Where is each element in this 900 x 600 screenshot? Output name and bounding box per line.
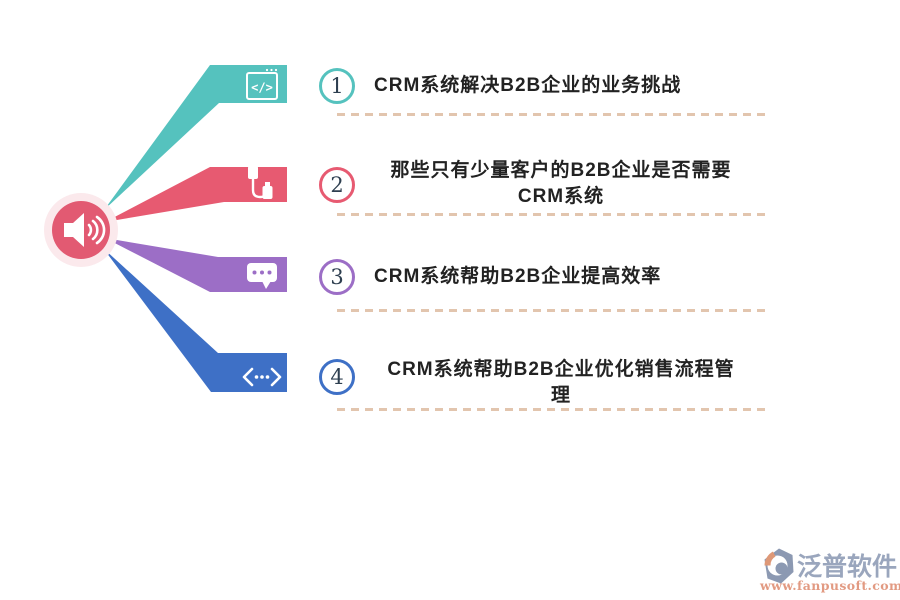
brand-name: 泛普软件 [797,553,898,581]
item-title-text: CRM系统解决B2B企业的业务挑战 [372,75,684,96]
usb-cable-icon [248,163,273,199]
item-title-text: CRM系统 [515,186,607,207]
connector-arm-3 [105,238,287,292]
speaker-icon [64,213,106,247]
divider-dashed-line-4 [337,408,766,411]
fanpu-logo-icon [764,548,794,584]
number-badge-1: 1 [319,68,355,104]
item-title-3: CRM系统帮助B2B企业提高效率 [372,264,664,290]
divider-dashed-line-1 [337,113,766,116]
divider-dashed-line-2 [337,213,766,216]
divider-dashed-line-3 [337,309,766,312]
connector-arm-4 [103,248,287,392]
item-title-text: 理 [548,385,573,406]
connector-arm-1 [104,65,287,210]
code-window-icon: </> [246,68,278,100]
chat-bubble-icon [247,263,277,289]
badge-number: 4 [330,365,344,389]
item-title-1: CRM系统解决B2B企业的业务挑战 [372,73,684,99]
watermark: 泛普软件 www.fanpusoft.com [758,545,900,597]
item-title-2: 那些只有少量客户的B2B企业是否需要 CRM系统 [365,158,757,210]
svg-text:</>: </> [251,81,273,95]
number-badge-3: 3 [319,259,355,295]
number-badge-2: 2 [319,167,355,203]
badge-number: 1 [330,74,344,98]
item-title-4: CRM系统帮助B2B企业优化销售流程管 理 [365,357,757,409]
item-title-text: 那些只有少量客户的B2B企业是否需要 [388,160,734,181]
number-badge-4: 4 [319,359,355,395]
connector-arm-2 [105,167,287,222]
item-title-text: CRM系统帮助B2B企业优化销售流程管 [385,359,737,380]
badge-number: 2 [330,173,344,197]
item-title-text: CRM系统帮助B2B企业提高效率 [372,266,664,287]
website-url: www.fanpusoft.com [760,578,900,593]
code-brackets-icon [242,367,282,387]
hub-badge [44,193,118,267]
badge-number: 3 [330,265,344,289]
